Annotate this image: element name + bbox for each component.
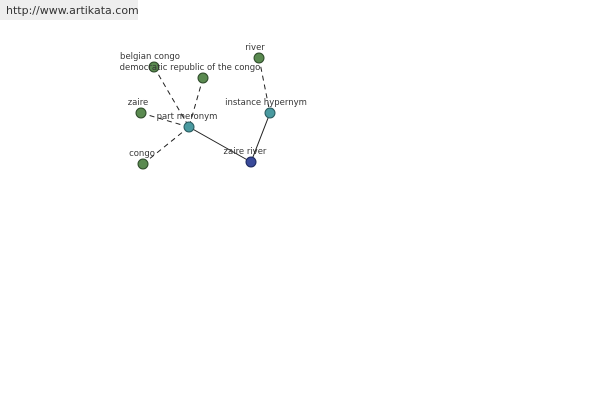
node-zaire-dot (135, 107, 147, 119)
edge-congo-part-meronym (142, 126, 190, 165)
node-zaire-river-dot (245, 156, 257, 168)
node-river[interactable]: river (245, 43, 265, 64)
node-part-meronym-label: part meronym (157, 112, 218, 122)
edges (140, 57, 271, 165)
node-belgian-congo-label: belgian congo (120, 52, 180, 62)
node-river-dot (253, 52, 265, 64)
node-part-meronym-dot (183, 121, 195, 133)
node-congo[interactable]: congo (129, 149, 155, 170)
node-zaire[interactable]: zaire (128, 98, 149, 119)
node-zaire-river-label: zaire river (224, 147, 267, 157)
node-zaire-label: zaire (128, 98, 149, 108)
node-drc-dot (197, 72, 209, 84)
node-instance-hypernym-label: instance hypernym (225, 98, 307, 108)
node-drc[interactable]: democratic republic of the congo (120, 63, 261, 84)
edge-part-meronym-zaire-river (188, 126, 252, 163)
node-belgian-congo-dot (148, 61, 160, 73)
node-river-label: river (245, 43, 265, 53)
edge-belgian-congo-part-meronym (153, 66, 190, 128)
edge-instance-hypernym-zaire-river (250, 112, 271, 163)
edge-river-instance-hypernym (258, 57, 271, 114)
node-zaire-river[interactable]: zaire river (224, 147, 267, 168)
node-part-meronym[interactable]: part meronym (157, 112, 218, 133)
node-belgian-congo[interactable]: belgian congo (120, 52, 180, 73)
node-congo-dot (137, 158, 149, 170)
site-url[interactable]: http://www.artikata.com (6, 4, 139, 17)
node-drc-label: democratic republic of the congo (120, 63, 261, 73)
node-instance-hypernym[interactable]: instance hypernym (225, 98, 307, 119)
url-banner: http://www.artikata.com (0, 0, 139, 20)
node-instance-hypernym-dot (264, 107, 276, 119)
node-congo-label: congo (129, 149, 155, 159)
